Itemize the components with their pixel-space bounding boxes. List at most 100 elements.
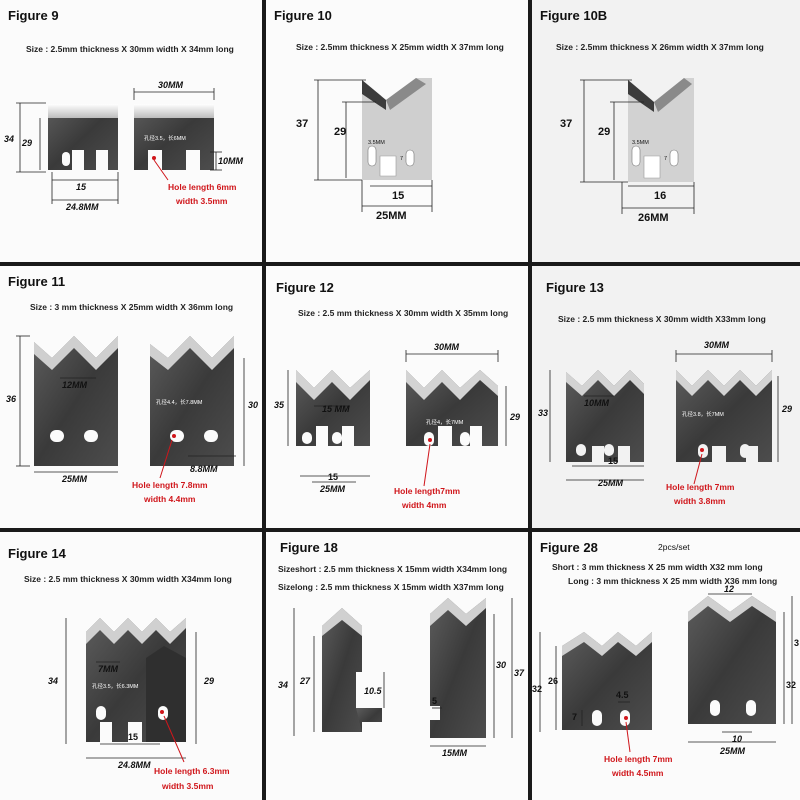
blade-drawing bbox=[314, 78, 433, 212]
dim-label: 37 bbox=[296, 118, 309, 130]
dim-label: 7MM bbox=[98, 664, 118, 674]
size-spec: Size : 2.5mm thickness X 26mm width X 37… bbox=[556, 42, 764, 52]
dim-label: 10MM bbox=[218, 156, 244, 166]
dim-label: 30MM bbox=[434, 342, 460, 352]
hole-callout: Hole length 6mm bbox=[168, 182, 237, 192]
dim-label: 7 bbox=[572, 712, 578, 722]
size-spec: Short : 3 mm thickness X 25 mm width X32… bbox=[552, 562, 763, 572]
dim-label: 29 bbox=[22, 138, 33, 148]
dim-label: 25MM bbox=[598, 478, 624, 488]
dim-label: 27 bbox=[300, 676, 311, 686]
hole-callout: width 3.8mm bbox=[674, 496, 726, 506]
blade-drawing bbox=[16, 335, 245, 479]
set-note: 2pcs/set bbox=[658, 542, 690, 552]
dim-label: 4.5 bbox=[616, 690, 629, 700]
dim-label: 7 bbox=[400, 156, 404, 162]
hole-callout: width 4.4mm bbox=[144, 494, 196, 504]
dim-label: 25MM bbox=[62, 474, 88, 484]
dim-label: 30 bbox=[496, 660, 507, 670]
hole-note: 孔径4，长7MM bbox=[426, 420, 464, 426]
dim-label: 29 bbox=[204, 676, 215, 686]
blade-drawing bbox=[580, 78, 695, 214]
hole-note: 孔径3.5，长6MM bbox=[144, 136, 186, 142]
hole-note: 孔径4.4，长7.8MM bbox=[156, 400, 203, 406]
hole-callout: width 3.5mm bbox=[162, 781, 214, 791]
dim-label: 36 bbox=[6, 394, 17, 404]
figure-title: Figure 10B bbox=[540, 8, 608, 23]
figure-13-panel: Figure 13 Size : 2.5 mm thickness X 30mm… bbox=[532, 266, 800, 528]
dim-label: 34 bbox=[48, 676, 59, 686]
dim-label: 33 bbox=[538, 408, 549, 418]
hole-callout: Hole length7mm bbox=[394, 486, 461, 496]
hole-note: 孔径3.8，长7MM bbox=[682, 412, 724, 418]
dim-label: 15MM bbox=[442, 748, 468, 758]
dim-label: 3.5MM bbox=[632, 140, 649, 146]
hole-callout: Hole length 7.8mm bbox=[132, 480, 208, 490]
dim-label: 15 bbox=[608, 456, 619, 466]
figure-title: Figure 12 bbox=[276, 280, 334, 295]
dim-label: 10.5 bbox=[364, 686, 382, 696]
figure-11-panel: Figure 11 Size : 3 mm thickness X 25mm w… bbox=[0, 266, 262, 528]
figure-14-panel: Figure 14 Size : 2.5 mm thickness X 30mm… bbox=[0, 532, 262, 800]
figure-10b-panel: Figure 10B Size : 2.5mm thickness X 26mm… bbox=[532, 0, 800, 262]
figure-title: Figure 14 bbox=[8, 546, 66, 561]
figure-title: Figure 10 bbox=[274, 8, 332, 23]
blade-drawing bbox=[287, 350, 507, 487]
size-spec: Size : 2.5 mm thickness X 30mm width X33… bbox=[558, 314, 766, 324]
figure-9-panel: Figure 9 Size : 2.5mm thickness X 30mm w… bbox=[0, 0, 262, 262]
figure-title: Figure 11 bbox=[8, 274, 66, 289]
blade-drawing bbox=[293, 598, 513, 747]
dim-label: 12MM bbox=[62, 380, 88, 390]
dim-label: 29 bbox=[782, 404, 793, 414]
dim-label: 24.8MM bbox=[118, 760, 151, 770]
hole-callout: width 4.5mm bbox=[612, 768, 664, 778]
dim-label: 26MM bbox=[638, 212, 669, 224]
dim-label: 3 bbox=[794, 638, 800, 648]
hole-callout: Hole length 7mm bbox=[666, 482, 735, 492]
dim-label: 16 bbox=[654, 190, 667, 202]
size-spec: Sizeshort : 2.5 mm thickness X 15mm widt… bbox=[278, 564, 508, 574]
dim-label: 30 bbox=[248, 400, 259, 410]
dim-label: 24.8MM bbox=[66, 202, 99, 212]
hole-callout: width 3.5mm bbox=[176, 196, 228, 206]
dim-label: 15 MM bbox=[322, 404, 350, 414]
dim-label: 29 bbox=[598, 126, 611, 138]
hole-callout: Hole length 6.3mm bbox=[154, 766, 230, 776]
figure-title: Figure 9 bbox=[8, 8, 59, 23]
dim-label: 32 bbox=[532, 684, 543, 694]
dim-label: 30MM bbox=[158, 80, 184, 90]
hole-note: 孔径3.5，长6.3MM bbox=[92, 684, 139, 690]
dim-label: 34 bbox=[4, 134, 15, 144]
dim-label: 15 bbox=[76, 182, 87, 192]
figure-28-panel: Figure 28 2pcs/set Short : 3 mm thicknes… bbox=[532, 532, 800, 800]
dim-label: 29 bbox=[510, 412, 521, 422]
figure-18-panel: Figure 18 Sizeshort : 2.5 mm thickness X… bbox=[266, 532, 528, 800]
dim-label: 35 bbox=[274, 400, 285, 410]
dim-label: 29 bbox=[334, 126, 347, 138]
dim-label: 37 bbox=[560, 118, 573, 130]
size-spec: Size : 2.5mm thickness X 25mm width X 37… bbox=[296, 42, 504, 52]
dim-label: 25MM bbox=[720, 746, 746, 756]
dim-label: 34 bbox=[278, 680, 289, 690]
dim-label: 12 bbox=[724, 584, 735, 594]
blade-drawing bbox=[16, 88, 222, 204]
dim-label: 25MM bbox=[320, 484, 346, 494]
dim-label: 25MM bbox=[376, 210, 407, 222]
figure-12-panel: Figure 12 Size : 2.5 mm thickness X 30mm… bbox=[266, 266, 528, 528]
figure-10-panel: Figure 10 Size : 2.5mm thickness X 25mm … bbox=[266, 0, 528, 262]
hole-callout: Hole length 7mm bbox=[604, 754, 673, 764]
dim-label: 30MM bbox=[704, 340, 730, 350]
dim-label: 10MM bbox=[584, 398, 610, 408]
figure-title: Figure 18 bbox=[280, 540, 338, 555]
size-spec: Size : 2.5 mm thickness X 30mm width X34… bbox=[24, 574, 232, 584]
dim-label: 15 bbox=[128, 732, 139, 742]
blade-drawing bbox=[539, 593, 793, 753]
dim-label: 15 bbox=[392, 190, 405, 202]
dim-label: 8.8MM bbox=[190, 464, 218, 474]
size-spec: Size : 3 mm thickness X 25mm width X 36m… bbox=[30, 302, 234, 312]
blade-drawing bbox=[65, 618, 197, 763]
dim-label: 32 bbox=[786, 680, 797, 690]
hole-callout: width 4mm bbox=[402, 500, 447, 510]
size-spec-long: Long : 3 mm thickness X 25 mm width X36 … bbox=[568, 576, 778, 586]
